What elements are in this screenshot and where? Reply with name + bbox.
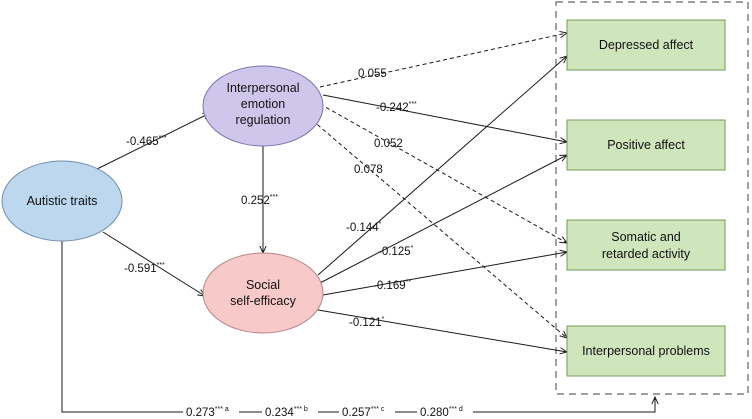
arrow-at-sse [102,231,205,296]
ier-label-line-3: regulation [236,113,291,127]
node-autistic-traits: Autistic traits [1,160,123,242]
node-interpersonal-problems: Interpersonal problems [566,325,726,377]
arrow-sse-da [317,56,567,276]
arrow-ier-sra [319,103,567,243]
node-interpersonal-emotion-regulation: Interpersonal emotion regulation [202,65,324,147]
positive-affect-label: Positive affect [607,138,685,152]
coef-ier-sra: 0.052 [374,138,403,150]
node-somatic-retarded-activity: Somatic and retarded activity [566,219,726,271]
coef-ier-pa: -0.242*** [376,101,417,114]
outcomes-dashed-box [555,1,749,395]
ier-label-line-2: emotion [241,97,286,111]
sse-label-line-2: self-efficacy [230,294,297,308]
coef-sse-ip: -0.121* [349,316,385,329]
autistic-traits-label: Autistic traits [27,194,98,208]
node-social-self-efficacy: Social self-efficacy [202,252,324,334]
coef-at-ier: -0.465*** [126,135,167,148]
arrow-sse-ip [317,309,567,352]
sra-label-line-2: retarded activity [602,247,691,261]
arrow-sse-sra [322,252,567,296]
depressed-affect-label: Depressed affect [599,38,694,52]
node-positive-affect: Positive affect [566,119,726,171]
coef-at-sse: -0.591*** [124,262,165,275]
sse-label-line-1: Social [246,278,280,292]
node-depressed-affect: Depressed affect [566,19,726,71]
interpersonal-problems-label: Interpersonal problems [582,344,710,358]
direct-effect-d: 0.280*** d [420,406,463,419]
direct-effect-c: 0.257*** c [342,406,385,419]
ier-label-line-1: Interpersonal [227,81,300,95]
direct-effect-b: 0.234*** b [265,406,308,419]
arrow-ier-da [319,33,567,88]
coef-sse-sra: -0.169** [373,279,411,292]
direct-effect-a: 0.273*** a [186,406,229,419]
arrow-at-ier [94,113,210,171]
coef-sse-da: -0.144* [346,221,382,234]
arrow-sse-pa [319,155,567,284]
coef-ier-ip: 0.078 [354,164,383,176]
coef-ier-da: 0.055 [358,68,387,80]
arrow-ier-pa [322,94,567,142]
sra-label-line-1: Somatic and [611,230,681,244]
coef-sse-pa: -0.125* [378,245,414,258]
coef-ier-sse: 0.252*** [241,194,278,207]
